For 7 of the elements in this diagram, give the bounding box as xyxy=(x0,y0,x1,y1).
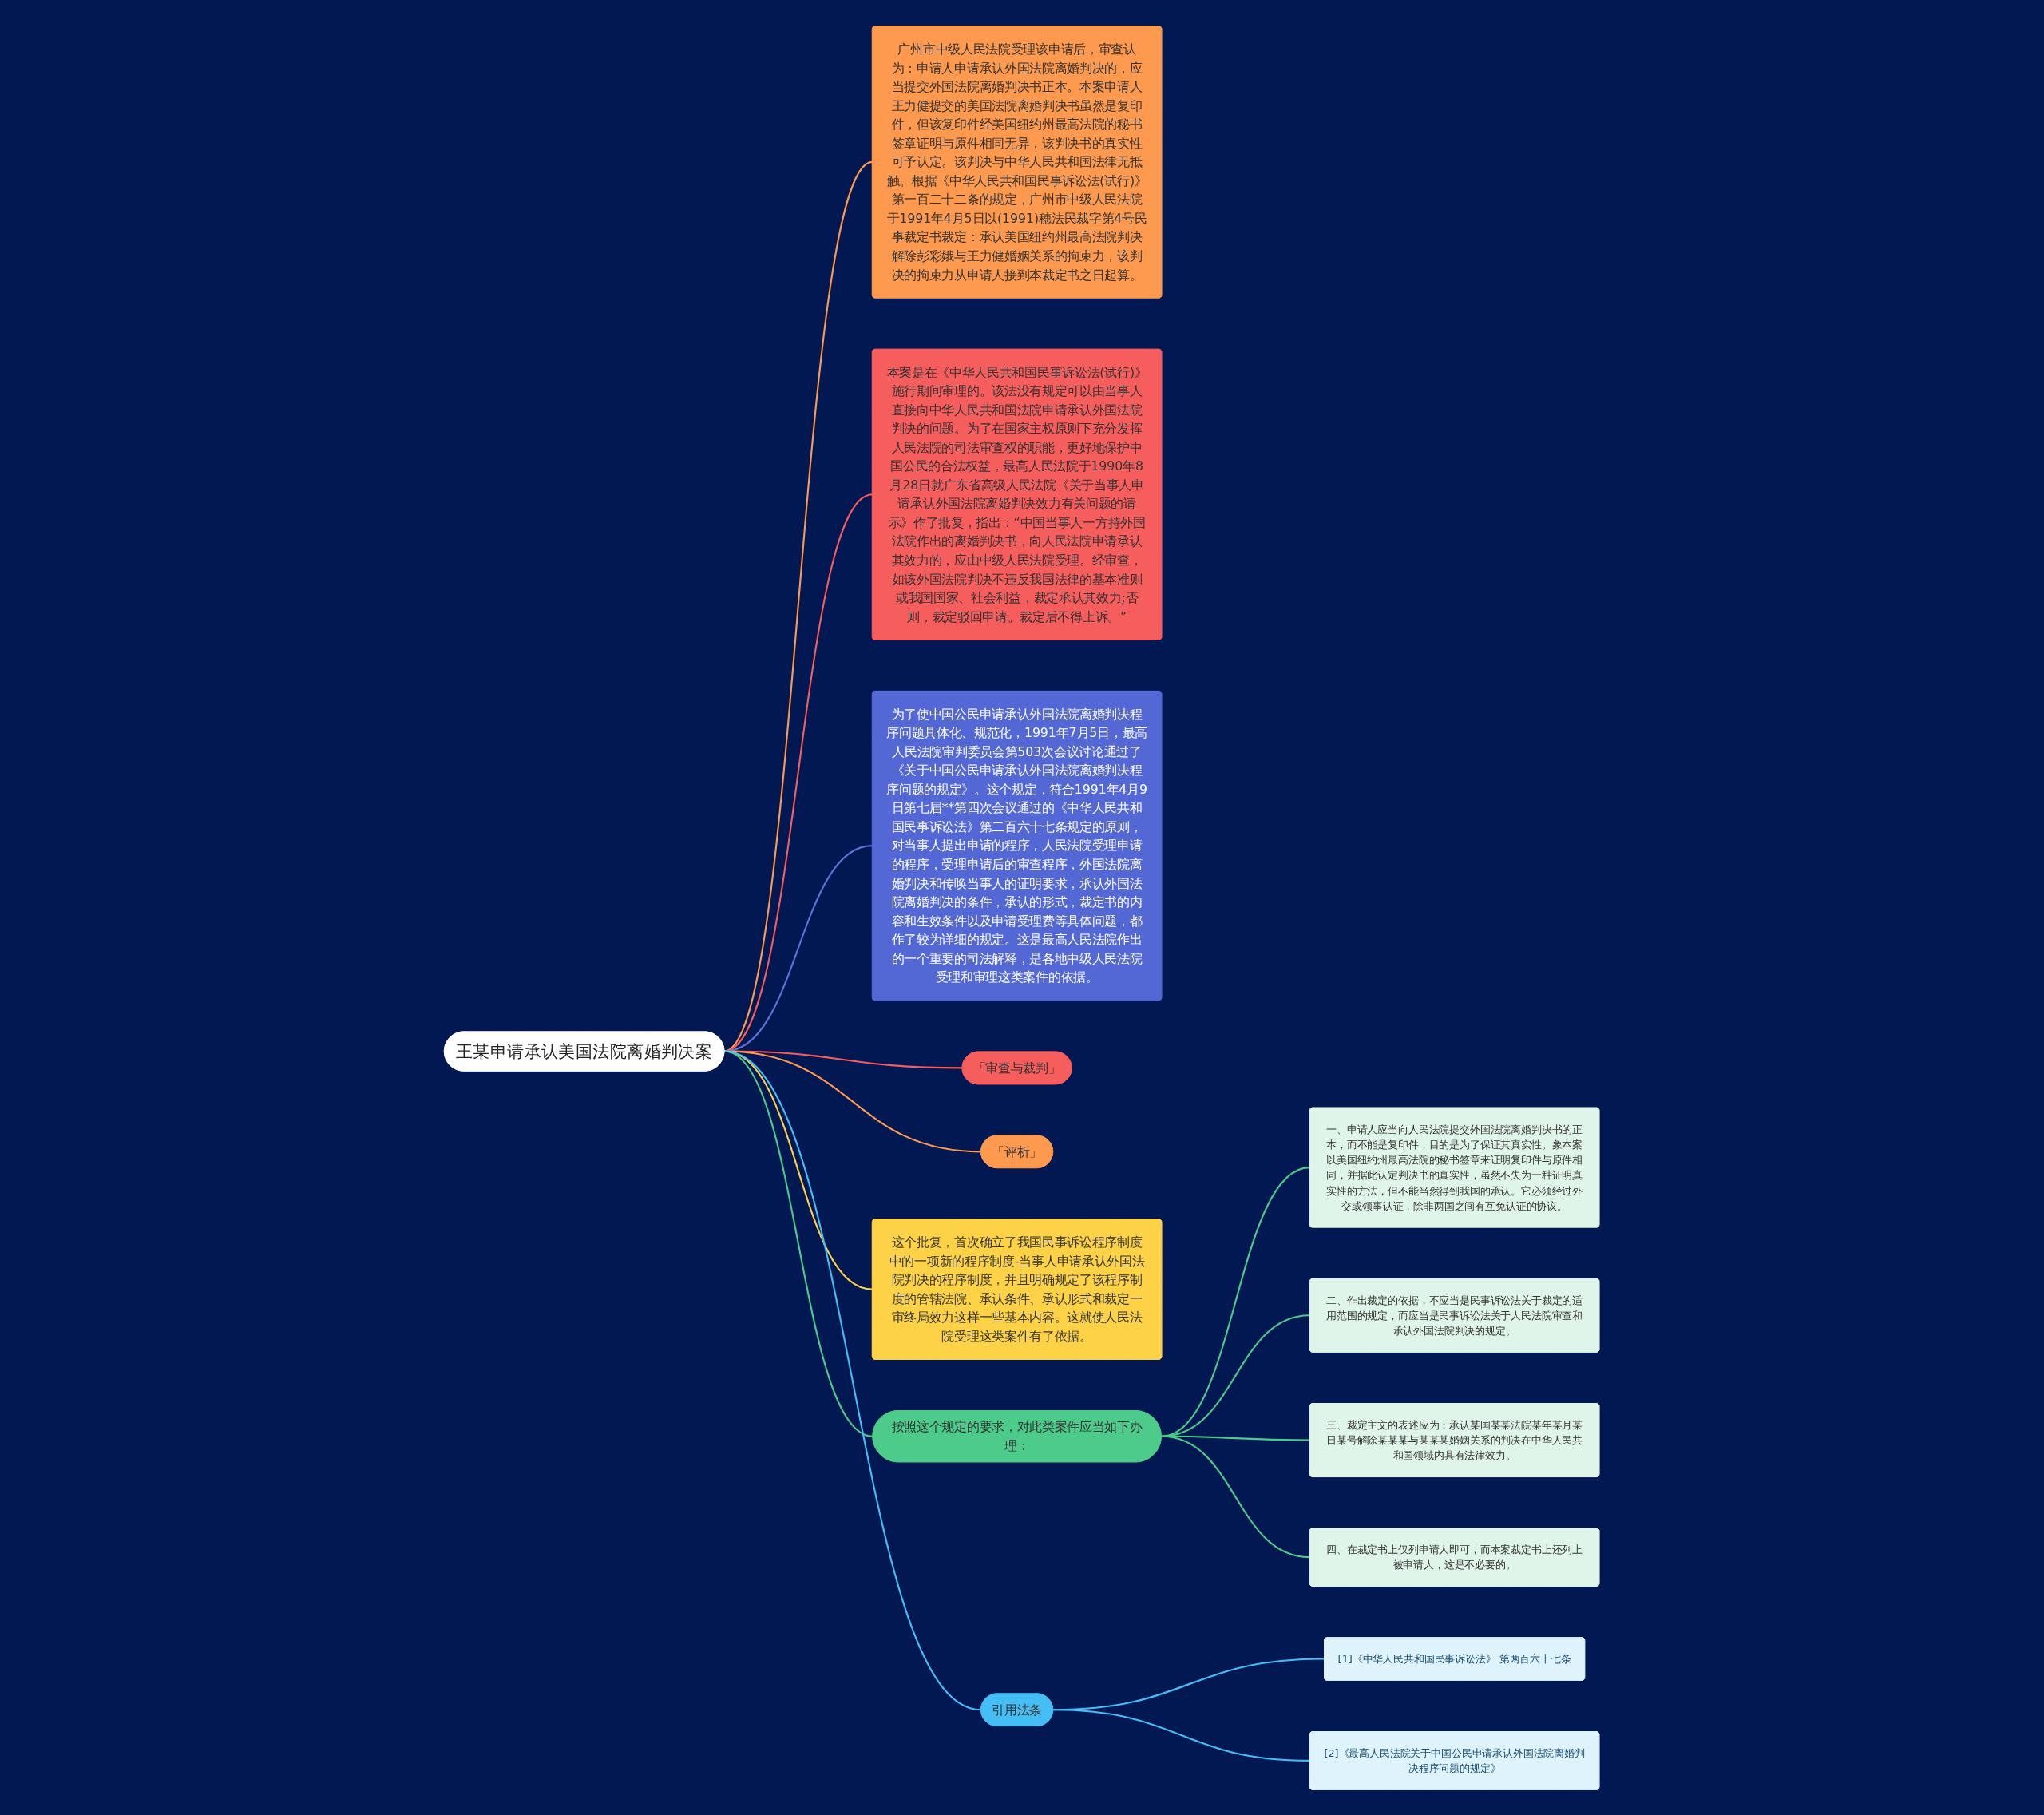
connector xyxy=(724,1049,982,1152)
connector xyxy=(723,1050,982,1710)
connector xyxy=(1161,1435,1310,1558)
connector xyxy=(1053,1708,1310,1762)
connector xyxy=(1161,1166,1311,1437)
connector xyxy=(1161,1314,1310,1437)
connector xyxy=(724,1049,963,1068)
